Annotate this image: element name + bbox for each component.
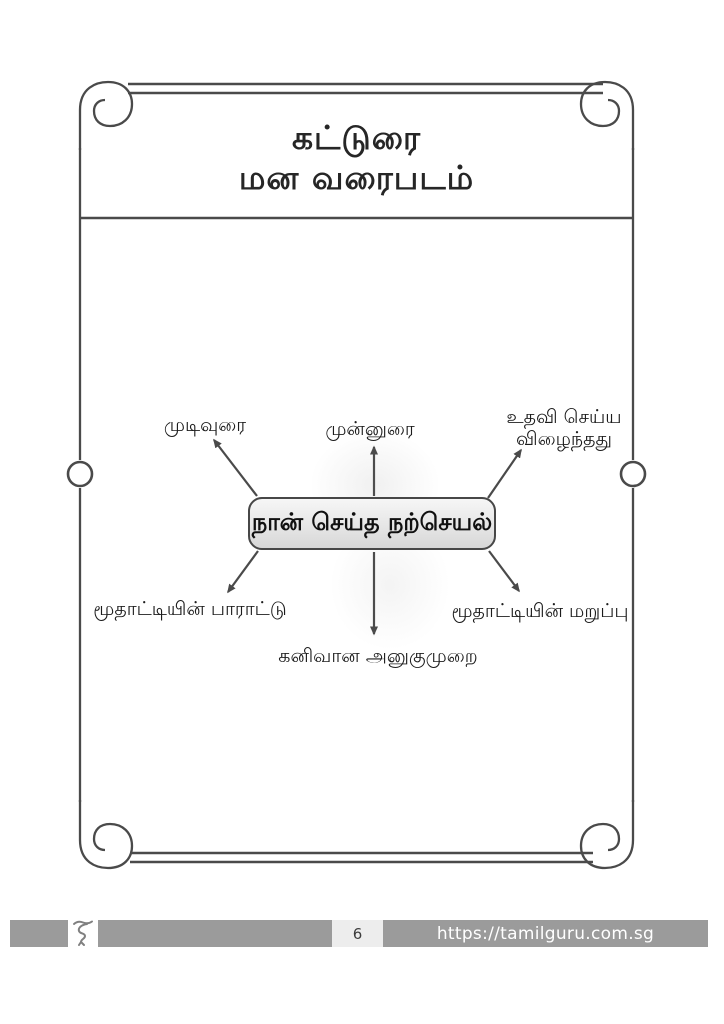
mindmap-node-top-left: முடிவுரை <box>163 414 247 436</box>
tamilguru-monogram-icon <box>73 920 93 946</box>
mindmap-node-top-center: முன்னுரை <box>325 418 415 440</box>
corner-scroll-top-left <box>78 80 134 150</box>
page-title: கட்டுரை மன வரைபடம் <box>80 118 633 198</box>
arrow-top-left <box>213 438 258 497</box>
arrow-bottom-left <box>227 550 259 594</box>
page-number: 6 <box>332 920 383 947</box>
mindmap-node-top-right: உதவி செய்ய விழைந்தது <box>506 406 622 450</box>
footer-bar-segment-middle <box>98 920 332 947</box>
mindmap-node-bottom-left: மூதாட்டியின் பாராட்டு <box>93 598 287 620</box>
mindmap-node-bottom-right: மூதாட்டியின் மறுப்பு <box>451 600 629 622</box>
title-line-2: மன வரைபடம் <box>238 158 475 197</box>
decorative-frame <box>66 80 647 870</box>
corner-scroll-top-right <box>579 80 635 150</box>
mindmap-node-bottom-center: கனிவான அனுகுமுறை <box>278 645 478 667</box>
mindmap-center-label: நான் செய்த நற்செயல் <box>251 508 493 536</box>
corner-scroll-bottom-left <box>78 800 134 870</box>
footer-url: https://tamilguru.com.sg <box>436 923 655 944</box>
corner-scroll-bottom-right <box>579 800 635 870</box>
footer-bar-segment-left <box>10 920 68 947</box>
title-line-1: கட்டுரை <box>291 118 422 157</box>
arrow-top-right <box>487 448 522 499</box>
footer-bar: 6 https://tamilguru.com.sg <box>0 916 724 951</box>
side-ring-left <box>66 460 94 488</box>
mindmap-center-box: நான் செய்த நற்செயல் <box>248 497 496 550</box>
side-ring-right <box>619 460 647 488</box>
mindmap-arrows <box>213 438 522 636</box>
footer-bar-segment-right: https://tamilguru.com.sg <box>383 920 708 947</box>
arrow-bottom-right <box>488 550 520 593</box>
tamilguru-logo <box>68 916 98 951</box>
